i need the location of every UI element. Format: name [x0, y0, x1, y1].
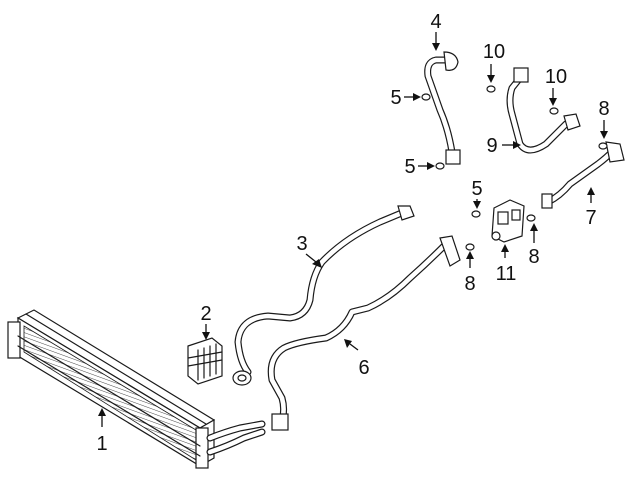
- callout-2: 2: [200, 303, 211, 325]
- o-rings: [421, 85, 608, 251]
- o-ring-8a: [465, 243, 475, 251]
- callout-1: 1: [96, 433, 107, 455]
- o-ring-5c: [471, 210, 481, 218]
- o-ring-10a: [486, 85, 496, 93]
- callout-8b: 8: [528, 246, 539, 268]
- pipe-9: [506, 67, 581, 154]
- o-ring-5b: [435, 162, 445, 170]
- callout-5a: 5: [390, 87, 401, 109]
- callout-9: 9: [486, 135, 497, 157]
- pipe-7: [541, 141, 625, 209]
- callout-10a: 10: [483, 41, 505, 63]
- bracket: [187, 337, 223, 385]
- o-ring-8b: [526, 214, 536, 222]
- callout-3: 3: [296, 233, 307, 255]
- o-ring-8c: [598, 142, 608, 150]
- callout-6: 6: [358, 357, 369, 379]
- callout-5c: 5: [471, 178, 482, 200]
- callout-11: 11: [496, 263, 517, 285]
- leader-arrows: [98, 32, 608, 427]
- callout-5b: 5: [404, 156, 415, 178]
- pipe-4: [424, 51, 461, 165]
- callout-10b: 10: [545, 66, 567, 88]
- o-ring-10b: [549, 107, 559, 115]
- callout-labels: 1 2 3 4 5 5 5 6 7 8 8 8 9 10 10 11: [96, 11, 609, 455]
- valve-11: [491, 199, 525, 243]
- callout-4: 4: [430, 11, 441, 33]
- callout-8c: 8: [598, 98, 609, 120]
- hose-3: [232, 205, 415, 386]
- callout-8a: 8: [464, 273, 475, 295]
- callout-7: 7: [585, 207, 596, 229]
- hose-6: [267, 235, 461, 431]
- o-ring-5a: [421, 93, 431, 101]
- oil-cooler: [7, 309, 266, 469]
